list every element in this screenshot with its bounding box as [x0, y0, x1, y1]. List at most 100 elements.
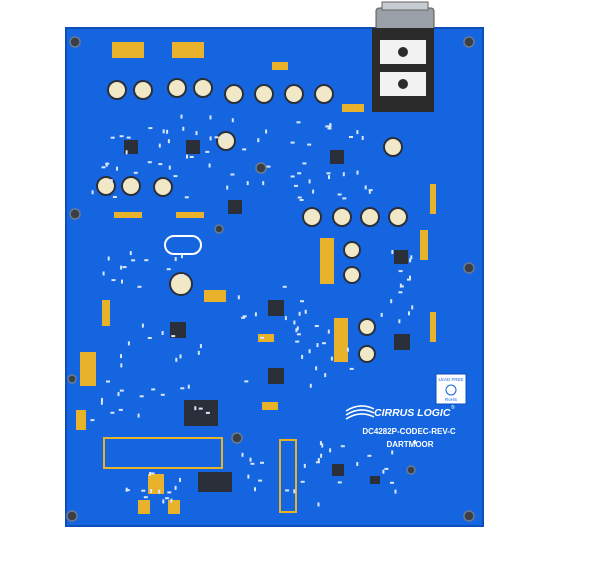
smd-part: [329, 123, 332, 128]
smd-part: [317, 502, 320, 507]
capacitor: [216, 131, 236, 151]
smd-part: [266, 165, 271, 168]
smd-part: [158, 143, 161, 148]
smd-part: [107, 256, 110, 261]
smd-part: [297, 196, 302, 199]
smd-part: [90, 419, 95, 422]
smd-part: [209, 136, 212, 141]
capacitors: [96, 78, 408, 363]
smd-part: [230, 173, 235, 176]
smd-part: [249, 457, 252, 462]
pcb-edge: [65, 27, 484, 527]
smd-part: [406, 278, 411, 281]
smd-part: [294, 184, 298, 187]
pin-header: [430, 312, 436, 342]
smd-part: [384, 467, 389, 470]
smd-part: [298, 311, 301, 316]
smd-part: [133, 171, 138, 174]
pin-header: [320, 238, 334, 284]
smd-part: [284, 316, 287, 321]
pin-header: [258, 334, 274, 342]
smd-part: [398, 291, 403, 294]
smd-part: [304, 309, 307, 314]
smd-part: [330, 356, 333, 361]
smd-part: [214, 136, 219, 139]
codename: DARTMOOR: [386, 440, 433, 449]
smd-part: [295, 340, 300, 343]
smd-part: [356, 130, 359, 135]
smd-part: [162, 129, 165, 134]
smd-part: [180, 387, 185, 390]
smd-part: [91, 190, 94, 195]
smd-part: [160, 393, 165, 396]
smd-part: [170, 498, 173, 503]
jack-tip: [381, 1, 429, 11]
smd-part: [100, 400, 103, 405]
capacitor: [358, 318, 376, 336]
smd-part: [125, 150, 128, 155]
badge-bottom-text: RoHS: [445, 397, 457, 402]
smd-part: [282, 285, 287, 288]
smd-part: [180, 114, 183, 119]
smd-part: [167, 491, 172, 494]
smd-part: [327, 329, 330, 334]
leaf-icon: [445, 384, 457, 396]
mounting-hole: [67, 374, 77, 384]
smd-part: [390, 481, 394, 484]
smd-part: [380, 312, 383, 317]
smd-part: [187, 384, 190, 389]
smd-part: [184, 196, 189, 199]
smd-part: [308, 179, 311, 184]
smd-part: [322, 342, 326, 345]
smd-part: [186, 154, 188, 159]
smd-part: [144, 259, 149, 262]
smd-part: [337, 193, 342, 196]
crystal: [164, 235, 202, 255]
smd-part: [205, 411, 210, 414]
pin-header: [138, 500, 150, 514]
smd-part: [411, 305, 414, 310]
smd-part: [321, 443, 324, 448]
smd-part: [205, 150, 210, 153]
smd-part: [296, 326, 299, 331]
smd-part: [120, 265, 123, 270]
smd-part: [118, 408, 123, 411]
smd-part: [361, 135, 364, 140]
mounting-hole: [231, 432, 243, 444]
smd-part: [308, 349, 311, 354]
smd-part: [301, 354, 304, 359]
smd-part: [141, 489, 146, 492]
smd-part: [414, 440, 416, 445]
mounting-hole: [255, 162, 267, 174]
smd-part: [293, 489, 296, 494]
smd-components: [90, 114, 416, 507]
capacitor: [254, 84, 274, 104]
smd-part: [258, 479, 263, 482]
smd-part: [226, 185, 229, 190]
smd-part: [101, 166, 106, 169]
smd-part: [168, 165, 171, 170]
smd-part: [171, 335, 176, 338]
smd-part: [399, 285, 404, 288]
crystal-outline: [164, 235, 202, 255]
smd-part: [166, 268, 171, 271]
smd-part: [120, 354, 122, 359]
ic-chip: [370, 476, 380, 484]
registered-mark: ®: [451, 404, 455, 411]
smd-part: [257, 138, 260, 143]
smd-part: [166, 129, 169, 134]
smd-part: [122, 266, 127, 269]
smd-part: [398, 270, 403, 273]
smd-part: [297, 172, 302, 175]
smd-part: [316, 343, 319, 348]
pin-header: [204, 290, 226, 302]
smd-part: [223, 136, 226, 141]
smd-part: [195, 131, 198, 136]
smd-part: [342, 172, 345, 177]
smd-part: [150, 472, 155, 475]
smd-part: [158, 489, 161, 494]
pin-header: [114, 212, 142, 218]
smd-part: [129, 251, 132, 256]
smd-part: [110, 411, 115, 414]
capacitor: [107, 80, 127, 100]
